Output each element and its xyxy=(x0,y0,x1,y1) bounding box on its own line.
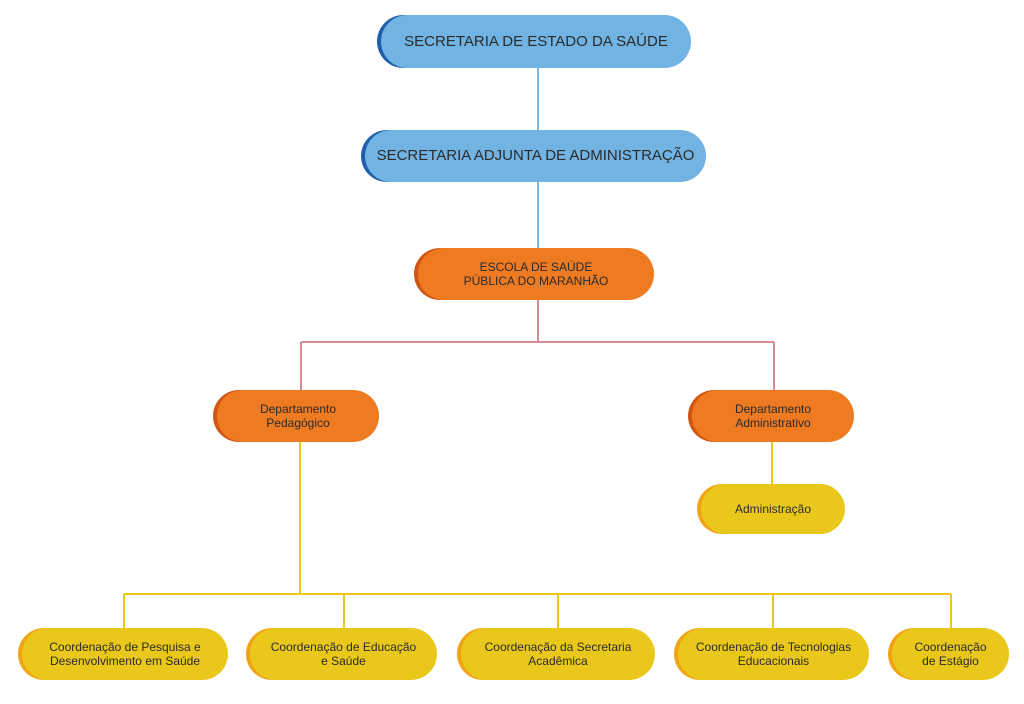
node-coord-secretaria-label: Coordenação da Secretaria Acadêmica xyxy=(484,639,632,668)
node-secretaria-estado-label: SECRETARIA DE ESTADO DA SAÚDE xyxy=(404,32,668,50)
node-dep-pedagogico-label: Departamento Pedagógico xyxy=(259,401,337,430)
node-dep-pedagogico: Departamento Pedagógico xyxy=(213,390,379,442)
node-secretaria-adjunta: SECRETARIA ADJUNTA DE ADMINISTRAÇÃO xyxy=(361,130,706,182)
node-dep-administrativo: Departamento Administrativo xyxy=(688,390,854,442)
node-coord-secretaria: Coordenação da Secretaria Acadêmica xyxy=(457,628,655,680)
node-administracao-label: Administração xyxy=(734,501,812,516)
node-administracao: Administração xyxy=(697,484,845,534)
node-coord-estagio: Coordenação de Estágio xyxy=(888,628,1009,680)
node-escola: ESCOLA DE SAÚDE PÚBLICA DO MARANHÃO xyxy=(414,248,654,300)
node-coord-tecnologias-label: Coordenação de Tecnologias Educacionais xyxy=(695,639,852,668)
node-coord-tecnologias: Coordenação de Tecnologias Educacionais xyxy=(674,628,869,680)
node-coord-pesquisa: Coordenação de Pesquisa e Desenvolviment… xyxy=(18,628,228,680)
node-secretaria-estado: SECRETARIA DE ESTADO DA SAÚDE xyxy=(377,15,691,68)
node-coord-educacao: Coordenação de Educação e Saúde xyxy=(246,628,437,680)
node-coord-estagio-label: Coordenação de Estágio xyxy=(914,639,987,668)
node-coord-educacao-label: Coordenação de Educação e Saúde xyxy=(270,639,417,668)
node-secretaria-adjunta-label: SECRETARIA ADJUNTA DE ADMINISTRAÇÃO xyxy=(376,147,695,164)
node-coord-pesquisa-label: Coordenação de Pesquisa e Desenvolviment… xyxy=(49,639,201,668)
node-escola-label: ESCOLA DE SAÚDE PÚBLICA DO MARANHÃO xyxy=(463,259,609,288)
node-dep-administrativo-label: Departamento Administrativo xyxy=(734,401,812,430)
